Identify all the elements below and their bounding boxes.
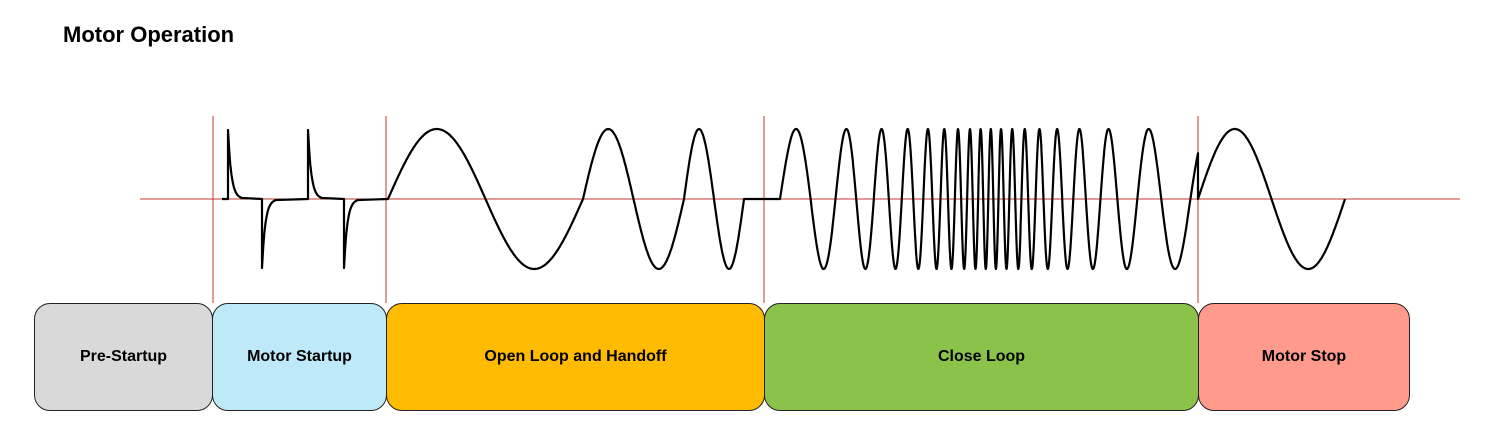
phase-label: Motor Startup: [247, 348, 352, 365]
phase-label: Open Loop and Handoff: [484, 348, 667, 365]
phase-motor-startup: Motor Startup: [212, 303, 387, 411]
phase-motor-stop: Motor Stop: [1198, 303, 1410, 411]
phase-label: Close Loop: [937, 348, 1026, 365]
phase-close-loop: Close Loop: [764, 303, 1199, 411]
page-title: Motor Operation: [63, 22, 235, 47]
axis-lines: [140, 116, 1460, 303]
phase-pre-startup: Pre-Startup: [34, 303, 213, 411]
motor-waveform: [222, 127, 1347, 271]
phase-label: Motor Stop: [1261, 348, 1347, 365]
phase-open-loop-handoff: Open Loop and Handoff: [386, 303, 765, 411]
phase-label: Pre-Startup: [79, 348, 168, 365]
